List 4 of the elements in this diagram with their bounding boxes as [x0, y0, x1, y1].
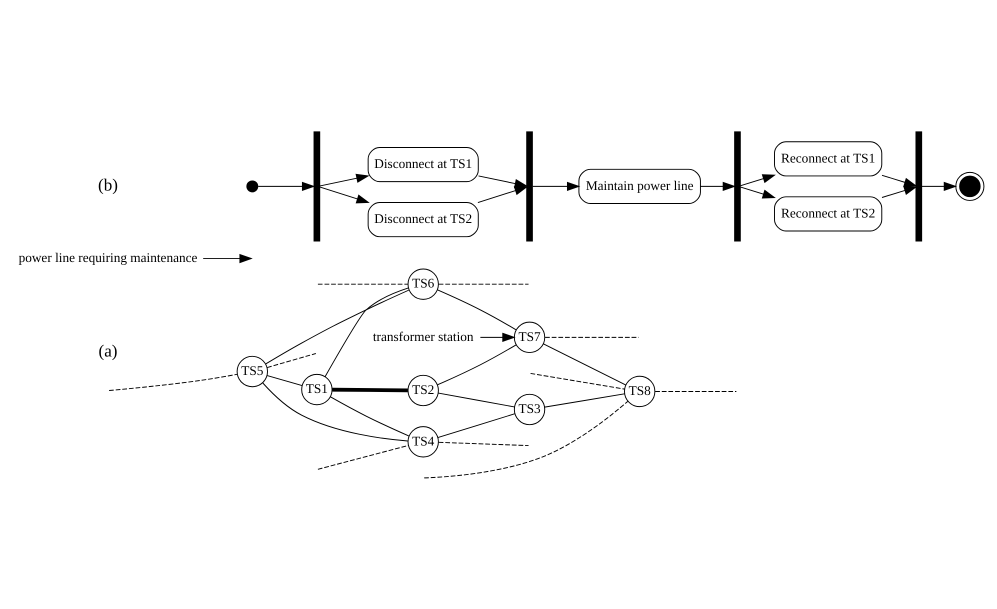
node-text: power line requiring maintenance [18, 250, 198, 265]
label: (a) [98, 341, 118, 360]
label: (b) [98, 175, 118, 194]
node-text: transformer station [372, 328, 474, 344]
